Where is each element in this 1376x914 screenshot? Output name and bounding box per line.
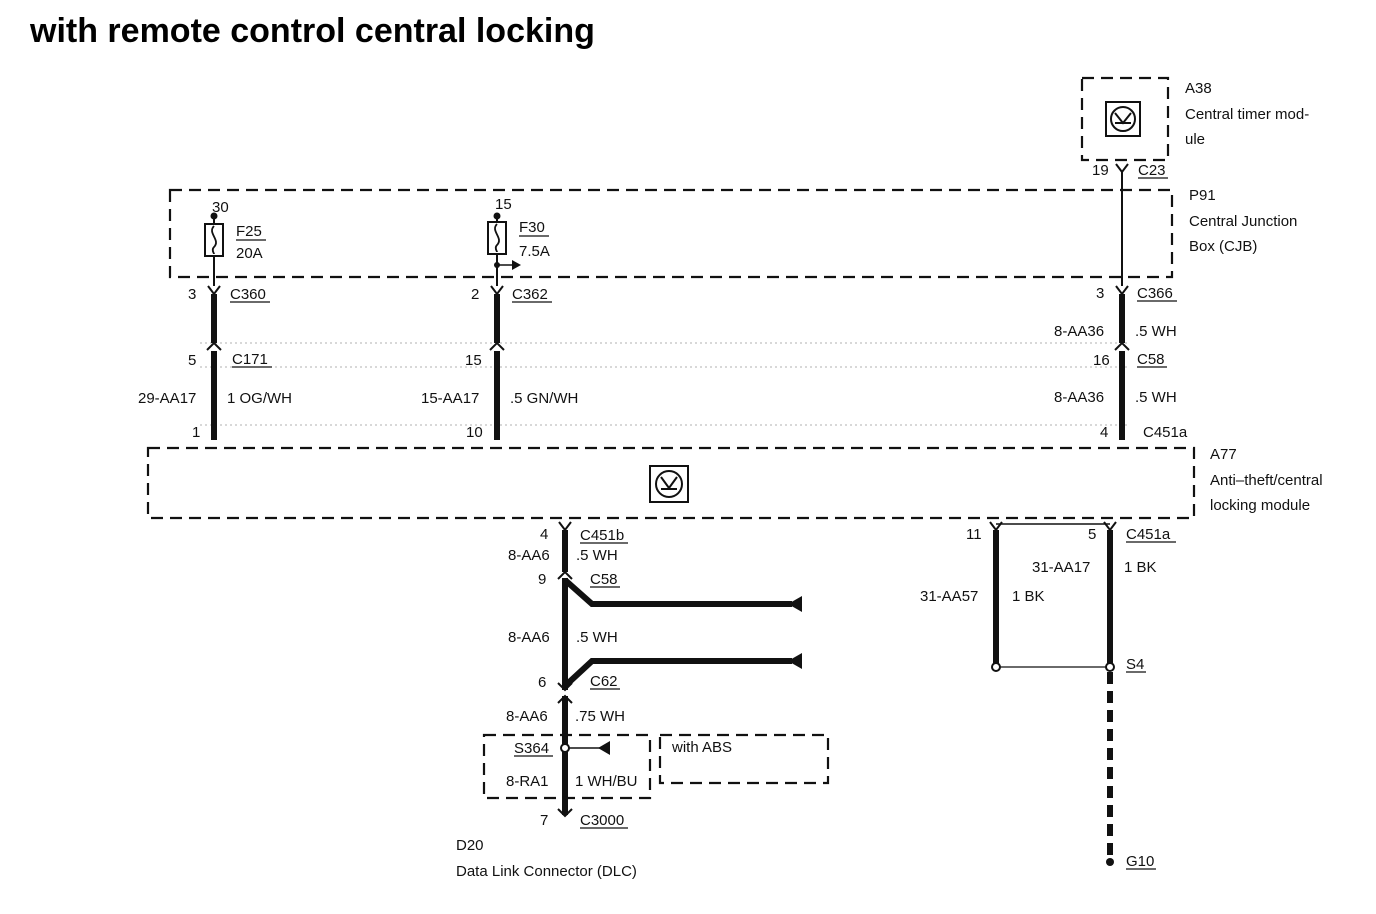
c62-connector-symbol [557, 682, 573, 692]
wire2-spec: .5 GN/WH [510, 390, 578, 407]
wire5-code: 8-AA6 [508, 547, 550, 564]
with-abs-label: with ABS [671, 739, 732, 756]
a38-id: A38 [1185, 80, 1212, 97]
c366-pin-label: 3 [1096, 285, 1104, 302]
c451b-connector-label: C451b [580, 527, 624, 544]
s4-label: S4 [1126, 656, 1144, 673]
c451a-pin1-label: 1 [192, 424, 200, 441]
c58-right-connector-label: C58 [1137, 351, 1165, 368]
wire10-spec: 1 BK [1012, 588, 1045, 605]
s364-splice [560, 743, 570, 753]
c451a-top-connector-label: C451a [1143, 424, 1188, 441]
c58-branch-arrow [788, 596, 802, 612]
c451b-pin-label: 4 [540, 526, 548, 543]
wire1-spec: 1 OG/WH [227, 390, 292, 407]
c360-connector-label: C360 [230, 286, 266, 303]
d20-name: Data Link Connector (DLC) [456, 863, 637, 880]
c362-connector-symbol [490, 285, 504, 296]
c362-pin-label: 2 [471, 286, 479, 303]
a38-module-icon [1105, 101, 1141, 137]
wire3-code: 8-AA36 [1054, 323, 1104, 340]
wire6-spec: .5 WH [576, 629, 618, 646]
c451b-connector-symbol [558, 521, 572, 532]
d20-id: D20 [456, 837, 484, 854]
f30-terminal-label: 15 [495, 196, 512, 213]
c62-connector-label: C62 [590, 673, 618, 690]
c58-mid-pin-label: 15 [465, 352, 482, 369]
a77-module-icon [649, 465, 689, 503]
a38-module-box [1080, 76, 1170, 162]
c3000-connector-label: C3000 [580, 812, 624, 829]
p91-id: P91 [1189, 187, 1216, 204]
c62-branch-arrow [788, 653, 802, 669]
wire1-code: 29-AA17 [138, 390, 196, 407]
c3000-pin-label: 7 [540, 812, 548, 829]
wire3-spec: .5 WH [1135, 323, 1177, 340]
wire6-code: 8-AA6 [508, 629, 550, 646]
a38-pin-label: 19 [1092, 162, 1109, 179]
wire4-spec: .5 WH [1135, 389, 1177, 406]
a38-name-line1: Central timer mod- [1185, 106, 1309, 123]
fuse-f30-icon [487, 221, 507, 255]
s364-label: S364 [514, 740, 549, 757]
wire7-spec: .75 WH [575, 708, 625, 725]
page-title: with remote control central locking [29, 12, 595, 50]
c360-pin-label: 3 [188, 286, 196, 303]
a77-module-box [146, 446, 1196, 520]
wire7-code: 8-AA6 [506, 708, 548, 725]
wire5-spec: .5 WH [576, 547, 618, 564]
c451a-pin4-label: 4 [1100, 424, 1108, 441]
p91-cjb-box [168, 188, 1174, 279]
c360-connector-symbol [207, 285, 221, 296]
a77-name-line1: Anti–theft/central [1210, 472, 1323, 489]
wire8-code: 8-RA1 [506, 773, 549, 790]
c451a-pin10-label: 10 [466, 424, 483, 441]
g10-label: G10 [1126, 853, 1154, 870]
f25-terminal-label: 30 [212, 199, 229, 216]
a77-name-line2: locking module [1210, 497, 1310, 514]
s4-splice [1105, 662, 1115, 672]
c58-low-pin-label: 9 [538, 571, 546, 588]
f30-output-arrow [512, 260, 521, 270]
c171-pin-label: 5 [188, 352, 196, 369]
fuse-f25-icon [204, 223, 224, 257]
c451a-pin5-symbol [1103, 521, 1117, 532]
c3000-connector-symbol [557, 808, 573, 818]
p91-name-line1: Central Junction [1189, 213, 1297, 230]
c451a-low-connector-label: C451a [1126, 526, 1171, 543]
g10-ground-point [1106, 858, 1114, 866]
p91-name-line2: Box (CJB) [1189, 238, 1257, 255]
f30-id: F30 [519, 219, 545, 236]
c451a-pin5-label: 5 [1088, 526, 1096, 543]
f25-id: F25 [236, 223, 262, 240]
c58-low-connector-symbol [557, 570, 573, 580]
c23-connector-symbol [1115, 163, 1129, 174]
c58-low-connector-label: C58 [590, 571, 618, 588]
c58-branch-wire [563, 577, 792, 607]
f25-rating: 20A [236, 245, 263, 262]
s364-box [482, 733, 652, 800]
c366-connector-label: C366 [1137, 285, 1173, 302]
c366-connector-symbol [1115, 285, 1129, 296]
a77-id: A77 [1210, 446, 1237, 463]
with-abs-box [658, 733, 830, 785]
wire9-code: 31-AA17 [1032, 559, 1090, 576]
wire2-code: 15-AA17 [421, 390, 479, 407]
c23-connector-label: C23 [1138, 162, 1166, 179]
c62-pin-label: 6 [538, 674, 546, 691]
c451a-pin11-label: 11 [966, 526, 982, 543]
wire8-spec: 1 WH/BU [575, 773, 638, 790]
c362-connector-label: C362 [512, 286, 548, 303]
c171-connector-label: C171 [232, 351, 268, 368]
c62-branch-wire [562, 658, 792, 689]
c451a-pin11-symbol [989, 521, 1003, 532]
wire4-code: 8-AA36 [1054, 389, 1104, 406]
f30-rating: 7.5A [519, 243, 550, 260]
c58-right-pin-label: 16 [1093, 352, 1110, 369]
wire9-spec: 1 BK [1124, 559, 1157, 576]
wire10-code: 31-AA57 [920, 588, 978, 605]
a38-name-line2: ule [1185, 131, 1205, 148]
abs-feed-arrow [598, 741, 610, 755]
